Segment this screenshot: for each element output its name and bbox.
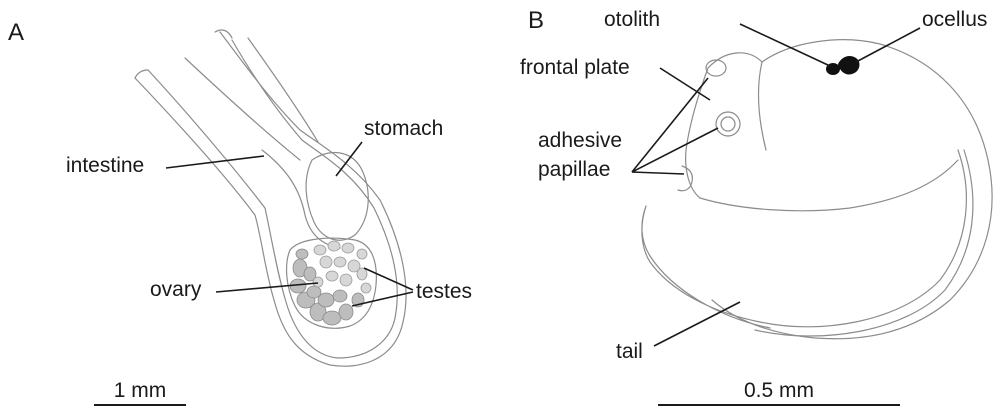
leader-papilla-middle: [632, 128, 718, 172]
adhesive-papilla-middle: [716, 112, 740, 136]
label-testes: testes: [416, 280, 472, 303]
testis-lobule: [357, 268, 367, 280]
panel-a-letter: A: [8, 19, 24, 46]
larva-tail-outline: [642, 150, 966, 328]
larva-drawing: [642, 40, 992, 339]
testis-lobule: [340, 274, 352, 286]
adult-body-drawing: [135, 30, 406, 366]
label-adhesive-papillae-line2: papillae: [538, 158, 610, 181]
leader-papilla-upper: [632, 78, 708, 172]
testis-lobule: [357, 249, 367, 259]
ovary-egg: [318, 293, 334, 307]
scale-bar-a-label: 1 mm: [114, 379, 167, 402]
frontal-plate: [706, 60, 726, 76]
ovary-egg: [323, 311, 341, 325]
gonad-cluster: [290, 241, 371, 325]
label-tail: tail: [616, 340, 643, 363]
label-intestine: intestine: [66, 154, 144, 177]
testis-lobule: [334, 257, 346, 267]
ovary-egg: [339, 304, 353, 320]
leader-papilla-lower: [632, 172, 684, 174]
label-stomach: stomach: [364, 117, 443, 140]
siphon-upper-outline: [185, 38, 318, 160]
label-frontal-plate: frontal plate: [520, 56, 630, 79]
label-adhesive-papillae-line1: adhesive: [538, 129, 622, 152]
body-outer-outline: [135, 32, 406, 366]
testis-lobule: [326, 271, 338, 281]
testis-lobule: [342, 243, 354, 253]
panel-b-letter: B: [528, 7, 544, 34]
panel-b: B otolith ocellus frontal plate adhes: [520, 7, 992, 405]
scale-bar-b-label: 0.5 mm: [744, 379, 814, 402]
label-ovary: ovary: [150, 278, 202, 301]
testis-lobule: [313, 277, 323, 287]
testis-lobule: [361, 283, 371, 293]
larva-head-inner-outline: [759, 62, 766, 150]
leader-ocellus: [856, 28, 920, 62]
adhesive-papilla-middle-inner: [721, 117, 735, 131]
label-ocellus: ocellus: [922, 8, 987, 31]
testis-lobule: [314, 245, 326, 255]
adhesive-papilla-lower: [678, 166, 692, 191]
testis-lobule: [328, 241, 340, 251]
larva-body-ventral-outline: [700, 160, 958, 211]
ovary-egg: [333, 290, 347, 302]
panel-a: A: [8, 19, 472, 405]
intestine-loop-outline: [262, 150, 340, 248]
larva-head-front-outline: [686, 68, 708, 198]
label-otolith: otolith: [604, 8, 660, 31]
larva-trunk-outline: [708, 40, 992, 339]
ocellus: [838, 56, 859, 75]
testis-lobule: [320, 256, 332, 268]
leader-tail: [654, 302, 740, 346]
body-inner-outline: [148, 40, 397, 358]
leader-otolith: [740, 24, 830, 66]
ovary-egg: [296, 249, 308, 259]
